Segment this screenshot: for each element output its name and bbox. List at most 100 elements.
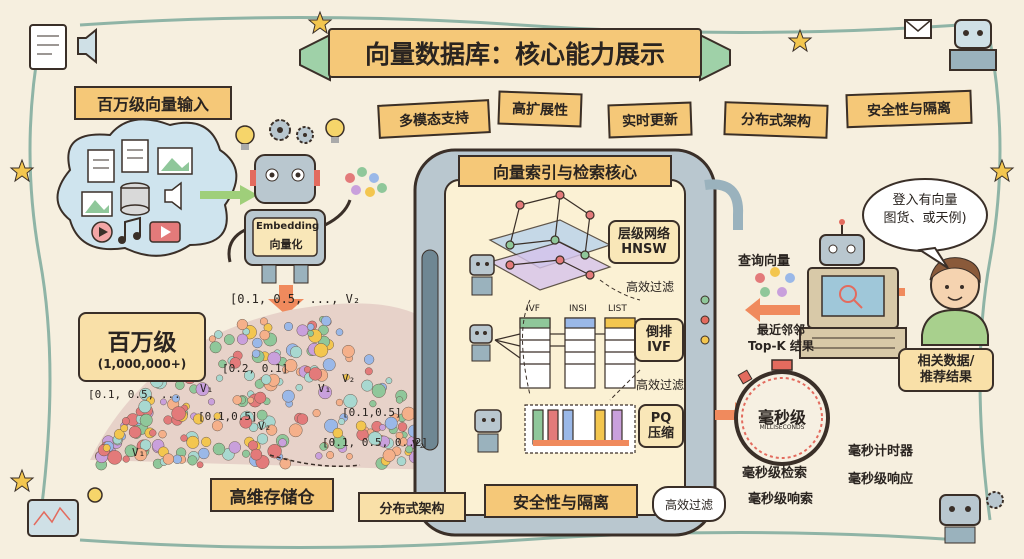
vector-dot xyxy=(346,453,353,460)
pq-box: PQ 压缩 xyxy=(638,404,684,448)
gear-icon xyxy=(986,491,1004,509)
vector-dot xyxy=(114,428,125,440)
timer-label: 毫秒计时器 xyxy=(848,444,914,459)
vector-dot xyxy=(236,318,248,331)
vector-dot xyxy=(371,383,386,398)
robot-icon xyxy=(469,254,495,296)
vector-dot xyxy=(259,329,270,341)
vector-dot xyxy=(307,330,314,337)
vector-dot xyxy=(343,373,350,381)
vector-dot xyxy=(229,357,241,369)
vector-dot xyxy=(223,334,235,345)
vector-dot xyxy=(201,436,212,447)
feature-label: 实时更新 xyxy=(621,112,679,130)
vector-dot xyxy=(162,453,175,465)
vector-dot xyxy=(212,442,226,456)
vector-dot xyxy=(232,395,243,405)
input-arrowhead xyxy=(240,185,258,205)
table-header: IVF xyxy=(526,304,540,314)
million-label: 百万级 xyxy=(107,330,177,356)
video-icon xyxy=(91,221,113,243)
vector-dot xyxy=(332,427,343,439)
vector-dot xyxy=(384,416,398,430)
feature-ribbon: 安全性与隔离 xyxy=(845,89,973,129)
vector-dot xyxy=(250,448,263,461)
vector-text: [0.1,0.5] xyxy=(198,410,258,423)
vector-dot xyxy=(395,396,404,404)
vector-dot xyxy=(172,454,182,464)
vector-dot xyxy=(242,449,250,458)
document-icon xyxy=(87,149,115,183)
vector-text: [0.2, 0.1] xyxy=(222,362,289,375)
bottom-vine xyxy=(79,531,961,549)
star-icon xyxy=(9,158,35,183)
feature-ribbon: 高扩展性 xyxy=(497,90,583,128)
storage-label-text: 高维存储仓 xyxy=(229,487,315,508)
vector-dot xyxy=(228,441,241,454)
vector-dot xyxy=(284,359,298,372)
vector-dot xyxy=(180,434,188,442)
filter-label-bottom: 高效过滤 xyxy=(652,486,726,522)
vector-dot xyxy=(107,450,122,465)
vector-text: V₂ xyxy=(342,372,356,385)
topk-label: 最近邻邻 Top-K 结果 xyxy=(748,323,814,353)
filter-label-bottom-text: 高效过滤 xyxy=(664,497,713,512)
vector-dot xyxy=(335,398,344,407)
security-ribbon: 安全性与隔离 xyxy=(484,484,638,518)
timer-sub-label: MILLISECONDS xyxy=(759,424,805,431)
vector-dot xyxy=(313,343,329,358)
vector-dot xyxy=(121,417,130,426)
vector-dot xyxy=(385,377,393,385)
vector-text: V₁ xyxy=(318,382,332,395)
distributed-ribbon: 分布式架构 xyxy=(358,492,466,522)
vector-dot xyxy=(396,456,407,466)
vector-dot xyxy=(218,359,227,369)
music-icon xyxy=(118,216,141,244)
input-label: 百万级向量输入 xyxy=(74,86,232,120)
feature-label: 高扩展性 xyxy=(511,101,569,119)
vector-dot xyxy=(243,370,255,381)
vector-dot xyxy=(256,409,268,421)
vector-dot xyxy=(326,451,335,459)
vector-dot xyxy=(196,461,204,469)
title-ribbon-right-tail xyxy=(699,33,731,82)
vector-dot xyxy=(239,415,253,429)
robot-icon xyxy=(227,154,352,284)
vector-dot xyxy=(139,439,152,451)
vector-dot xyxy=(315,452,323,460)
vector-dot xyxy=(321,315,332,327)
vector-dot xyxy=(395,431,404,440)
vector-text: [0.1,0.5] xyxy=(342,406,402,419)
vector-dot xyxy=(335,328,344,336)
robot-icon xyxy=(939,494,981,544)
related-results-box: 相关数据/ 推荐结果 xyxy=(898,348,994,392)
core-title-text: 向量索引与检索核心 xyxy=(492,163,637,182)
vector-dot xyxy=(296,413,309,425)
core-pipe xyxy=(704,179,744,230)
core-side-window xyxy=(421,249,439,451)
speech-text: 登入有向量 图货、或天例) xyxy=(883,193,967,226)
embedding-label: Embedding xyxy=(256,221,320,232)
vector-dot xyxy=(290,346,303,359)
lightbulb-icon xyxy=(87,487,103,503)
image-icon xyxy=(157,147,193,175)
query-vector-label: 查询向量 xyxy=(738,254,791,269)
ivf-label: 倒排 IVF xyxy=(645,325,672,355)
vector-dot xyxy=(288,423,303,438)
document-icon xyxy=(121,139,149,173)
vector-dot xyxy=(207,398,216,406)
ivf-box: 倒排 IVF xyxy=(634,318,684,362)
monitor-icon xyxy=(27,499,79,537)
document-icon xyxy=(29,24,67,70)
robot-icon xyxy=(819,219,865,266)
laptop-icon xyxy=(799,267,907,359)
vector-dot xyxy=(195,382,210,397)
hnsw-label: 层级网络 HNSW xyxy=(617,227,670,257)
vector-dot xyxy=(295,383,303,392)
vector-dot xyxy=(139,413,153,427)
vector-dot xyxy=(279,457,292,470)
vector-dot xyxy=(405,445,413,454)
vector-text: [0.1, 0.5, 0..2] xyxy=(322,436,428,449)
right-vine xyxy=(978,39,1002,521)
